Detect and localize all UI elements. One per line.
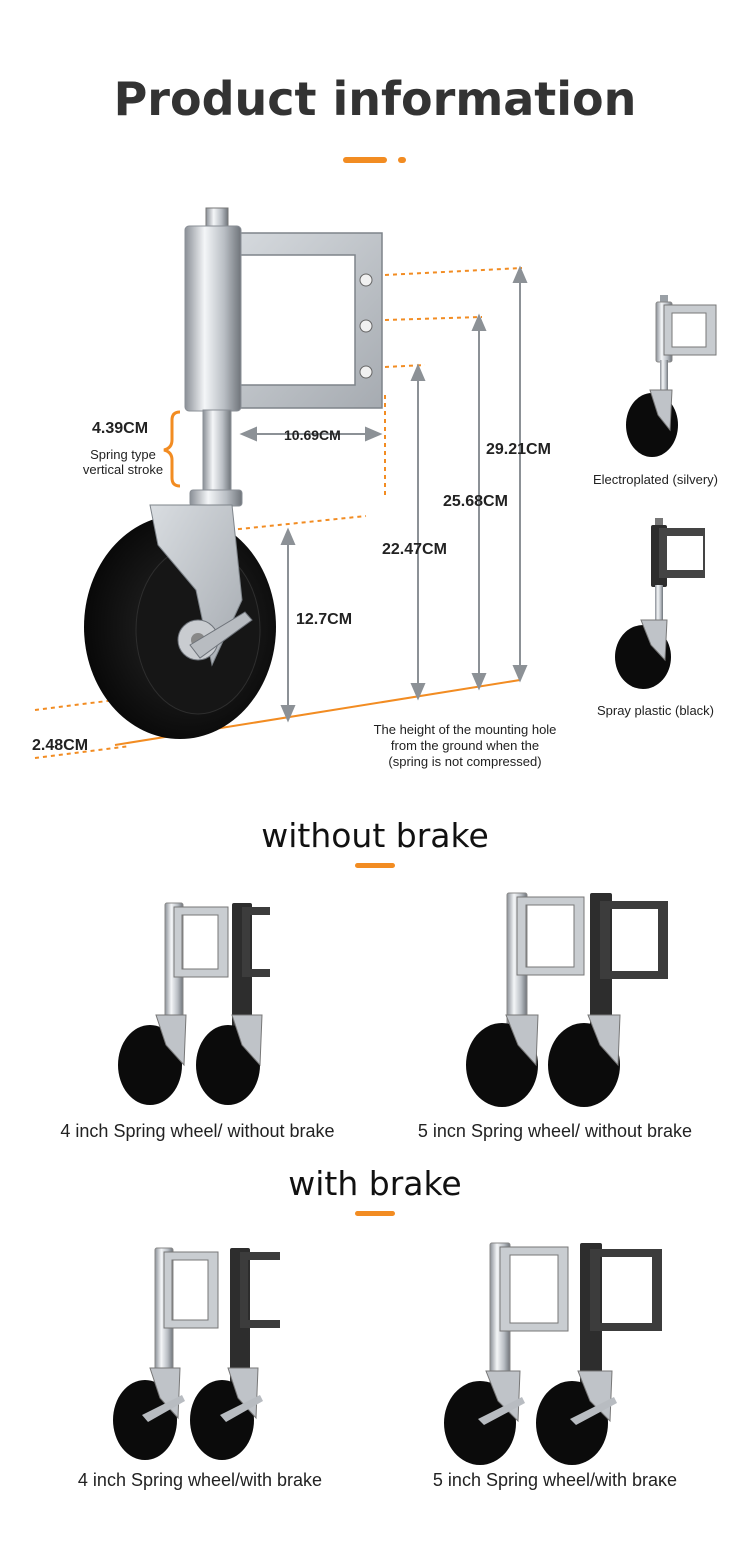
- page-title: Product information: [113, 72, 637, 126]
- product-5inch-without-brake-image: [466, 892, 668, 1107]
- variant-silver-label: Electroplated (silvery): [593, 472, 718, 487]
- product-5inch-with-brake-image: [444, 1242, 662, 1465]
- stroke-measurement: 4.39CM: [92, 420, 149, 437]
- height-note-line2: from the ground when the: [390, 738, 540, 753]
- wheel-offset-measurement: 2.48CM: [32, 737, 89, 754]
- title-accent-dot: [398, 157, 406, 163]
- height-mid-measurement: 25.68CM: [443, 493, 508, 510]
- variant-black-label: Spray plastic (black): [596, 703, 715, 718]
- variant-black-image: [615, 518, 705, 689]
- stroke-note-line1: Spring type: [90, 447, 156, 462]
- height-note-line1: The height of the mounting hole: [373, 722, 557, 737]
- gate-wheel-dimension-diagram: [34, 207, 528, 759]
- product-4inch-without-brake-caption: 4 inch Spring wheel/ without brake: [60, 1121, 335, 1141]
- product-5inch-without-brake-caption: 5 incn Spring wheel/ without brake: [417, 1121, 693, 1141]
- section-accent-dash-2: [355, 1211, 395, 1216]
- product-4inch-without-brake-image: [118, 902, 270, 1105]
- section-accent-dash: [355, 863, 395, 868]
- section-heading-with-brake: with brake: [288, 1164, 462, 1203]
- height-note-line3: (spring is not compressed): [388, 754, 542, 769]
- variant-silver-image: [626, 295, 717, 457]
- stroke-note-line2: vertical stroke: [82, 462, 164, 477]
- product-5inch-with-brake-caption: 5 inch Spring wheel/with braĸe: [432, 1470, 678, 1490]
- product-4inch-with-brake-caption: 4 inch Spring wheel/with brake: [77, 1470, 323, 1490]
- width-measurement: 10.69CM: [284, 427, 341, 443]
- wheel-height-measurement: 12.7CM: [296, 611, 353, 628]
- section-heading-without-brake: without brake: [261, 816, 489, 855]
- height-total-measurement: 29.21CM: [486, 441, 551, 458]
- height-low-measurement: 22.47CM: [382, 541, 447, 558]
- product-4inch-with-brake-image: [113, 1247, 280, 1460]
- title-accent-dash: [343, 157, 387, 163]
